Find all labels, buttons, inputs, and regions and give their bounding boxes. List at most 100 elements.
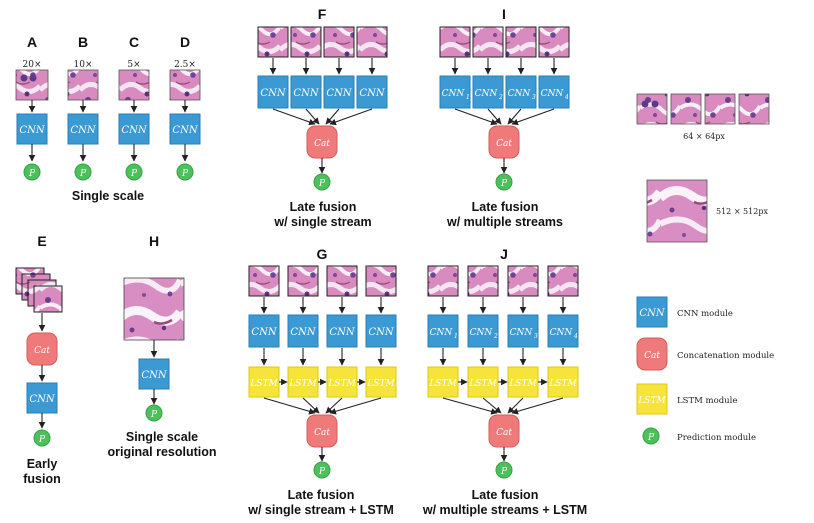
cnn-label: CNN: [326, 88, 352, 99]
patch-image: [670, 93, 702, 125]
cnn-module: [257, 75, 289, 109]
lstm-label: LSTM: [428, 379, 457, 389]
cnn-label: CNN: [141, 370, 167, 381]
panel-f-caption-line2: w/ single stream: [273, 215, 371, 229]
prediction-module: [313, 173, 331, 191]
panel-j-letter: J: [500, 246, 508, 262]
p-label: P: [28, 169, 36, 179]
patch-image: [15, 69, 49, 101]
prediction-module: [125, 163, 143, 181]
cnn-label: CNN: [510, 328, 534, 338]
cnn-module: [290, 75, 322, 109]
prediction-module: [495, 173, 513, 191]
prediction-module: [33, 429, 51, 447]
lstm-module: [547, 366, 579, 398]
legend: CNN CNN module Cat Concatenation module …: [636, 296, 774, 445]
panel-a: A 20× CNN P: [15, 34, 49, 181]
p-label: P: [318, 467, 326, 477]
patch-image: [118, 69, 150, 101]
panel-g-letter: G: [317, 246, 328, 262]
panel-d: D 2.5× CNN P: [169, 34, 201, 181]
cnn-label: CNN: [475, 89, 499, 99]
cnn-module: [547, 314, 579, 348]
lstm-module: [507, 366, 539, 398]
full-resolution-image: [123, 277, 185, 341]
full-resolution-image: [646, 179, 708, 243]
patch-image: [538, 26, 570, 58]
lstm-module: [326, 366, 358, 398]
legend-pred-swatch: [642, 427, 660, 445]
cnn-module: [138, 358, 170, 390]
cnn-module: [439, 75, 471, 109]
lstm-label: LSTM: [327, 379, 356, 389]
patch-image: [467, 265, 499, 297]
cnn-label: CNN: [290, 327, 316, 338]
lstm-module: [427, 366, 459, 398]
panel-a-letter: A: [27, 34, 37, 50]
cnn-module: [287, 314, 319, 348]
panel-i-caption-line1: Late fusion: [472, 200, 539, 214]
cnn-module: [248, 314, 280, 348]
patch-image: [356, 26, 388, 58]
cnn-module: [505, 75, 537, 109]
cnn-label: CNN: [293, 88, 319, 99]
panel-h-letter: H: [149, 233, 159, 249]
cnn-subscript: 1: [466, 94, 470, 101]
panel-h: H CNN P Single scale original resolution: [107, 233, 216, 459]
prediction-module: [145, 404, 163, 422]
single-scale-caption: Single scale: [72, 189, 144, 203]
cnn-label: CNN: [442, 89, 466, 99]
patch-image: [547, 265, 579, 297]
cat-label: Cat: [644, 351, 660, 361]
cnn-label: CNN: [368, 327, 394, 338]
cnn-label: CNN: [70, 125, 96, 136]
cnn-label: CNN: [172, 125, 198, 136]
patch-image: [507, 265, 539, 297]
prediction-module: [176, 163, 194, 181]
panel-c-letter: C: [129, 34, 139, 50]
cnn-label: CNN: [639, 308, 665, 319]
cnn-label: CNN: [508, 89, 532, 99]
patch-image: [472, 26, 504, 58]
patch-image: [505, 26, 537, 58]
cnn-label: CNN: [470, 328, 494, 338]
panel-b-letter: B: [78, 34, 88, 50]
patch-image: [169, 69, 201, 101]
cnn-module: [356, 75, 388, 109]
panel-b-scale: 10×: [74, 60, 93, 70]
cnn-module: [118, 113, 150, 145]
cat-label: Cat: [496, 428, 512, 438]
p-label: P: [38, 435, 46, 445]
patch-image: [287, 265, 319, 297]
cnn-subscript: 3: [534, 333, 538, 340]
cnn-subscript: 4: [564, 94, 569, 101]
cnn-module: [365, 314, 397, 348]
p-label: P: [79, 169, 87, 179]
prediction-module: [495, 461, 513, 479]
cnn-module: [326, 314, 358, 348]
legend-cnn-text: CNN module: [677, 309, 733, 319]
cat-label: Cat: [314, 428, 330, 438]
legend-cat-text: Concatenation module: [677, 351, 774, 361]
panel-a-scale: 20×: [23, 60, 42, 70]
panel-e: E Cat CNN P Early fusion: [15, 233, 63, 486]
patch-image: [738, 93, 770, 125]
legend-cnn-swatch: [636, 296, 668, 328]
panel-g: G CNN CNN CNN CNN LSTM LSTM LSTM LSTM: [247, 246, 397, 517]
cnn-subscript: 1: [454, 333, 458, 340]
p-label: P: [500, 179, 508, 189]
patch-image: [636, 93, 668, 125]
lstm-label: LSTM: [288, 379, 317, 389]
prediction-module: [74, 163, 92, 181]
patch-size-examples: 64 × 64px 512 × 512px: [636, 93, 770, 243]
cnn-subscript: 4: [573, 333, 578, 340]
patch-image: [439, 26, 471, 58]
cnn-module: [67, 113, 99, 145]
panel-h-caption-line2: original resolution: [107, 445, 216, 459]
prediction-module: [313, 461, 331, 479]
p-label: P: [181, 169, 189, 179]
p-label: P: [318, 179, 326, 189]
panel-f-letter: F: [318, 6, 327, 22]
cnn-subscript: 2: [493, 333, 498, 340]
cat-label: Cat: [496, 139, 512, 149]
